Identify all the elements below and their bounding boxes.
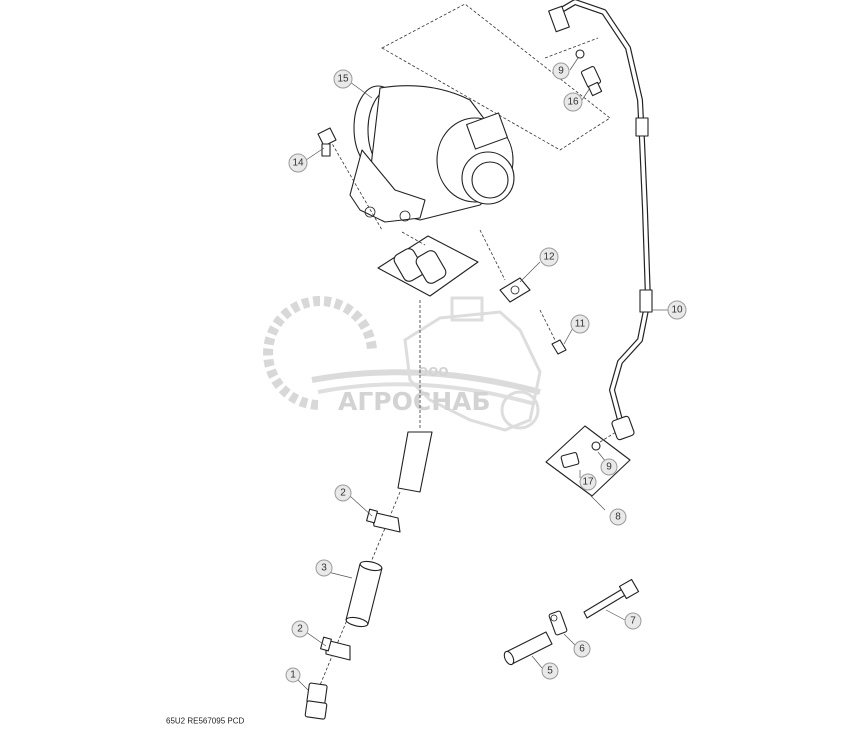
turbo-gasket (377, 231, 479, 297)
svg-text:9: 9 (606, 462, 612, 473)
fitting-16 (580, 65, 603, 97)
clamp-2-lower (320, 636, 351, 661)
callout-17: 17 (579, 473, 597, 491)
oil-supply-line (548, 0, 653, 441)
callout-14: 14 (288, 153, 308, 173)
callout-3: 3 (315, 559, 333, 577)
callout-9-top: 9 (552, 62, 570, 80)
drawing-code: 65U2 RE567095 PCD (166, 716, 245, 726)
svg-text:12: 12 (543, 252, 555, 263)
svg-text:16: 16 (567, 97, 579, 108)
callout-15: 15 (333, 69, 353, 89)
service-box (381, 3, 611, 151)
svg-text:7: 7 (630, 616, 636, 627)
cap-screw-7 (583, 578, 640, 619)
gasket-12 (479, 229, 531, 303)
svg-text:10: 10 (671, 305, 683, 316)
svg-text:2: 2 (297, 624, 303, 635)
callout-16: 16 (563, 92, 583, 112)
hose-3 (345, 560, 383, 628)
bolt-11 (539, 309, 567, 355)
fitting-1 (304, 682, 328, 720)
svg-text:11: 11 (575, 319, 586, 330)
callout-12: 12 (539, 247, 559, 267)
turbocharger (329, 85, 515, 231)
callout-9-lower: 9 (600, 458, 618, 476)
svg-text:5: 5 (547, 666, 553, 677)
clamp-2-upper (366, 508, 401, 533)
clamp-6 (548, 610, 568, 636)
bolt-14 (317, 127, 337, 157)
svg-text:6: 6 (579, 644, 585, 655)
svg-text:17: 17 (582, 477, 594, 488)
callout-1: 1 (285, 667, 301, 683)
svg-text:2: 2 (340, 488, 346, 499)
callout-10: 10 (667, 300, 687, 320)
watermark-name: АГРОСНАБ (338, 387, 491, 416)
svg-text:3: 3 (321, 563, 327, 574)
spacer-5 (503, 631, 553, 666)
svg-text:9: 9 (558, 66, 564, 77)
seal-9-top (575, 49, 585, 59)
svg-text:1: 1 (290, 670, 296, 681)
callout-6: 6 (573, 640, 591, 658)
callout-8: 8 (609, 508, 627, 526)
svg-text:14: 14 (292, 158, 304, 169)
watermark-logo: ООО АГРОСНАБ (263, 296, 542, 432)
callout-5: 5 (541, 662, 559, 680)
svg-text:8: 8 (615, 512, 621, 523)
callout-7: 7 (624, 612, 642, 630)
callout-11: 11 (570, 314, 590, 334)
callout-2-lower: 2 (291, 620, 309, 638)
plate-8 (545, 425, 631, 497)
callout-2-upper: 2 (334, 484, 352, 502)
svg-text:15: 15 (337, 74, 349, 85)
watermark-prefix: ООО (418, 365, 449, 379)
